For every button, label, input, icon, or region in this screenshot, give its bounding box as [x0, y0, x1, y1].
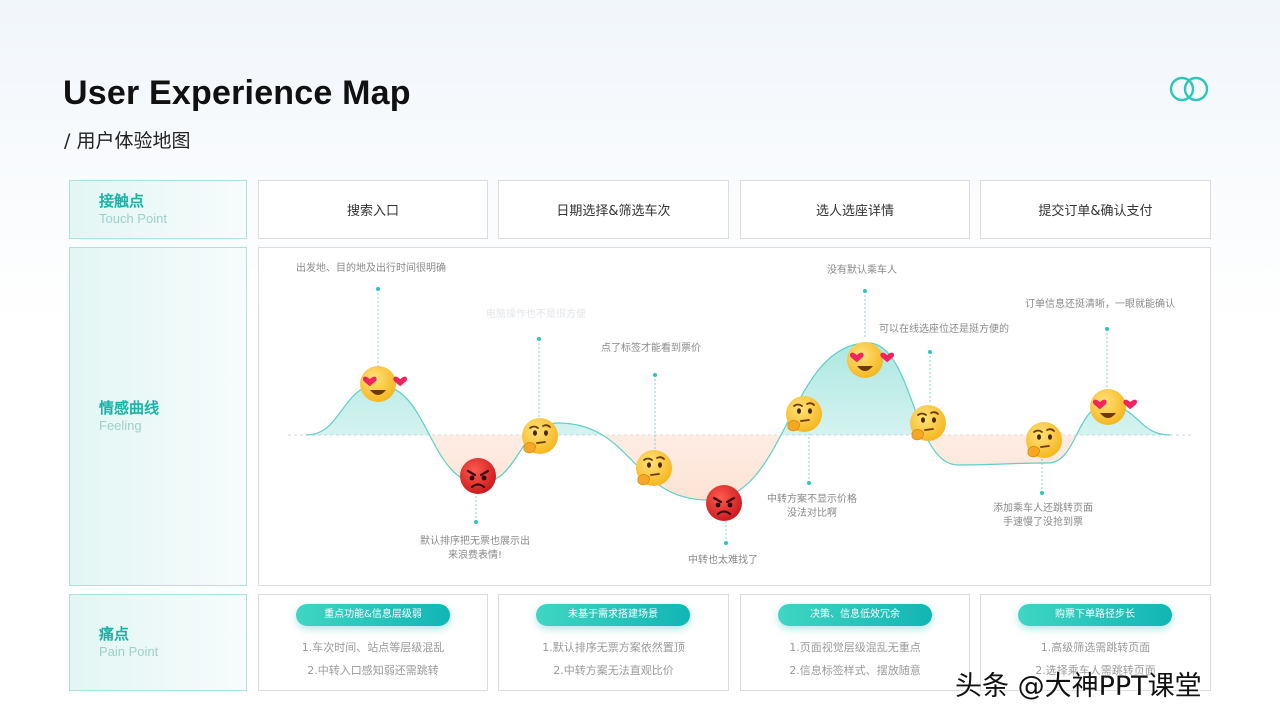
pain-point-line: 2.信息标签样式、摆放随意	[789, 664, 921, 677]
pain-point-tag: 购票下单路径步长	[1018, 604, 1172, 626]
brand-logo-icon	[1169, 76, 1209, 102]
pain-point-line: 1.高级筛选需跳转页面	[1040, 641, 1151, 654]
pain-point-line: 1.默认排序无票方案依然置顶	[542, 641, 685, 654]
touch-point-search: 搜索入口	[258, 180, 488, 239]
negative-area-fill	[306, 435, 1170, 500]
angry-face-emoji-icon	[460, 458, 496, 494]
emotion-curve-line	[305, 342, 1171, 501]
annotation-dot	[474, 520, 478, 524]
emotion-note-4: 点了标签才能看到票价	[601, 343, 701, 354]
annotation-dot	[1105, 327, 1109, 331]
pain-point-line: 1.车次时间、站点等层级混乱	[301, 641, 445, 654]
feeling-label-cn: 情感曲线	[99, 399, 160, 417]
annotation-dot	[376, 287, 380, 291]
pain-point-line: 1.页面视觉层级混乱无重点	[789, 641, 921, 654]
emotion-note-8: 可以在线选座位还是挺方便的	[879, 324, 1009, 335]
annotation-dot	[1040, 491, 1044, 495]
pain-point-card-1: 重点功能&信息层级弱 1.车次时间、站点等层级混乱 2.中转入口感知弱还需跳转	[258, 594, 488, 691]
feeling-label: 情感曲线 Feeling	[69, 247, 247, 586]
touch-point-label: 接触点 Touch Point	[69, 180, 247, 239]
pain-point-tag: 未基于需求搭建场景	[536, 604, 690, 626]
pain-point-label-en: Pain Point	[99, 644, 159, 659]
thinking-face-emoji-icon	[1026, 422, 1062, 458]
touch-point-label-cn: 接触点	[99, 192, 145, 210]
emotion-note-10: 订单信息还挺清晰，一眼就能确认	[1025, 299, 1175, 310]
feeling-label-en: Feeling	[99, 418, 142, 433]
annotation-dot	[537, 337, 541, 341]
annotation-dot	[724, 541, 728, 545]
page-subtitle: / 用户体验地图	[64, 130, 191, 152]
pain-point-card-4: 购票下单路径步长 1.高级筛选需跳转页面 2.选择乘车人需跳转页面	[980, 594, 1211, 691]
angry-face-emoji-icon	[706, 485, 742, 521]
pain-point-card-3: 决策、信息低效冗余 1.页面视觉层级混乱无重点 2.信息标签样式、摆放随意	[740, 594, 970, 691]
annotation-dot	[653, 373, 657, 377]
emotion-note-7: 没有默认乘车人	[827, 265, 897, 276]
emotion-note-1: 出发地、目的地及出行时间很明确	[296, 263, 446, 274]
watermark-text: 头条 @大神PPT课堂	[955, 671, 1202, 702]
page-title: User Experience Map	[63, 74, 411, 112]
emotion-curve-chart	[288, 287, 1193, 545]
touch-point-passenger-seat: 选人选座详情	[740, 180, 970, 239]
emotion-note-6: 中转方案不显示价格 没法对比啊	[767, 494, 857, 519]
annotation-dot	[863, 289, 867, 293]
pain-point-card-2: 未基于需求搭建场景 1.默认排序无票方案依然置顶 2.中转方案无法直观比价	[498, 594, 729, 691]
pain-point-line: 2.选择乘车人需跳转页面	[1035, 664, 1156, 677]
touch-point-label-en: Touch Point	[99, 211, 167, 226]
pain-point-label-cn: 痛点	[99, 625, 130, 643]
pain-point-line: 2.中转入口感知弱还需跳转	[307, 664, 439, 677]
thinking-face-emoji-icon	[786, 396, 822, 432]
annotation-dot	[928, 350, 932, 354]
heart-eyes-emoji-icon	[1090, 389, 1138, 425]
emotion-note-9: 添加乘车人还跳转页面 手速慢了没抢到票	[993, 503, 1093, 528]
emotion-note-5: 中转也太难找了	[688, 555, 758, 566]
touch-point-date-filter: 日期选择&筛选车次	[498, 180, 729, 239]
pain-point-label: 痛点 Pain Point	[69, 594, 247, 691]
annotation-dot	[807, 481, 811, 485]
pain-point-tag: 重点功能&信息层级弱	[296, 604, 450, 626]
emotion-note-2: 默认排序把无票也展示出 来浪费表情!	[420, 536, 530, 561]
thinking-face-emoji-icon	[522, 418, 558, 454]
positive-area-fill	[306, 343, 1170, 435]
thinking-face-emoji-icon	[636, 450, 672, 486]
touch-point-order-payment: 提交订单&确认支付	[980, 180, 1211, 239]
heart-eyes-emoji-icon	[847, 342, 895, 378]
heart-eyes-emoji-icon	[360, 366, 408, 402]
thinking-face-emoji-icon	[910, 405, 946, 441]
emotion-note-3: 电脑操作也不是很方便	[486, 309, 586, 320]
pain-point-tag: 决策、信息低效冗余	[778, 604, 932, 626]
pain-point-line: 2.中转方案无法直观比价	[553, 664, 674, 677]
